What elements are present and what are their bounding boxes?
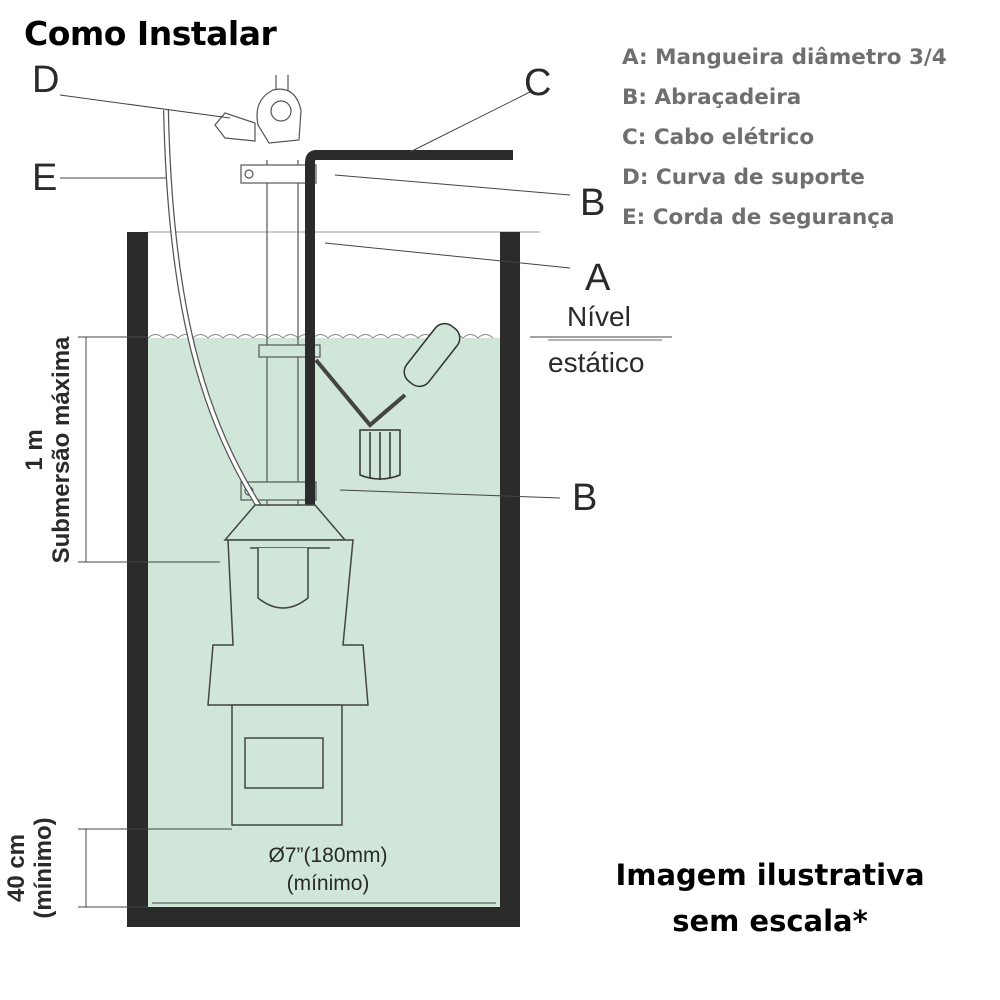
min-depth-label: (mínimo) [30,817,57,918]
note-line-1: Imagem ilustrativa [615,858,925,892]
submersion-value: 1 m [21,429,48,470]
hose-pipe [214,75,302,510]
diameter-value: Ø7”(180mm) [268,844,387,867]
static-level-label-2: estático [548,347,645,378]
legend-item-e: E: Corda de segurança [622,205,895,230]
label-c: C [524,62,551,104]
min-depth-value: 40 cm [3,834,30,902]
float-switch [359,322,461,480]
page-title: Como Instalar [24,14,277,53]
legend-item-a: A: Mangueira diâmetro 3/4 [622,45,947,70]
label-b-bottom: B [572,477,597,519]
label-d: D [32,59,59,101]
legend-item-b: B: Abraçadeira [622,85,802,110]
pump [207,504,369,826]
label-e: E [32,157,57,199]
legend-item-d: D: Curva de suporte [622,165,865,190]
disclaimer-note: Imagem ilustrativa sem escala* [560,852,980,944]
electric-cable [305,150,513,535]
note-line-2: sem escala* [672,904,868,938]
submersion-label: Submersão máxima [48,336,75,563]
leader-lines [59,91,672,908]
legend-item-c: C: Cabo elétrico [622,125,815,150]
clamps [240,164,321,501]
tank [127,232,520,927]
legend: A: Mangueira diâmetro 3/4 B: Abraçadeira… [622,38,947,238]
float-cable [314,358,407,428]
static-level-label: Nível [567,301,631,332]
diameter-min: (mínimo) [287,872,370,895]
label-a: A [585,257,611,299]
label-b-top: B [580,182,605,224]
